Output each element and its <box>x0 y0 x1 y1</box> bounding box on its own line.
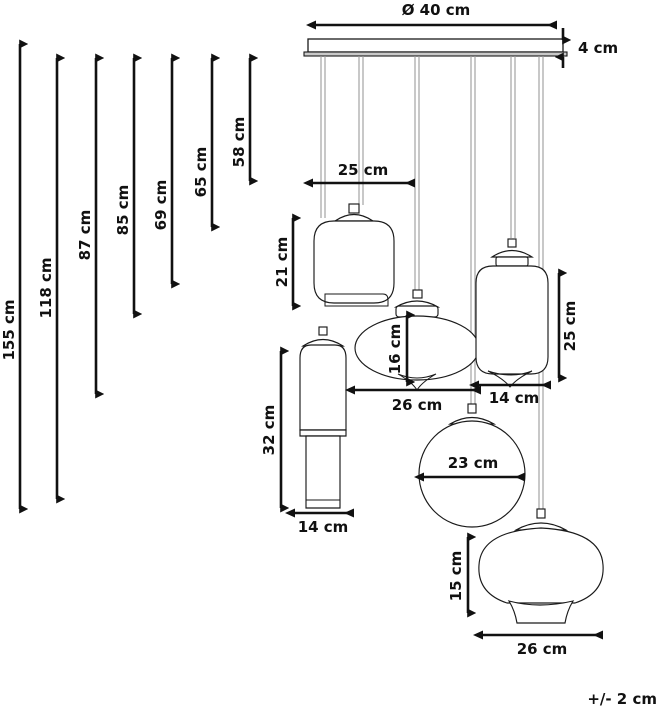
dimension-height-15cm: 15 cm <box>447 532 477 618</box>
dimension-label-height-25cm: 25 cm <box>561 301 579 352</box>
shade-6-body <box>478 527 604 604</box>
dimension-118cm: 118 cm <box>37 53 66 504</box>
shade-4-collar <box>490 249 534 258</box>
shade-3-lower-cylinder <box>305 435 341 509</box>
lamp-shade-4 <box>475 238 549 388</box>
lamp-shade-3 <box>299 326 347 509</box>
shade-3-collar <box>301 338 345 347</box>
shade-6-collar <box>513 522 569 531</box>
dimension-thickness-4cm: 4 cm <box>554 28 618 68</box>
dimension-label-width-14cm-left: 14 cm <box>298 518 349 536</box>
dimension-155cm: 155 cm <box>0 39 29 514</box>
lamp-shade-2 <box>354 289 480 391</box>
dimension-label-155cm: 155 cm <box>0 299 18 360</box>
shade-5-body <box>418 420 526 528</box>
dimension-label-height-21cm: 21 cm <box>273 237 291 288</box>
dimension-width-26cm-upper: 26 cm <box>345 385 481 414</box>
dimension-87cm: 87 cm <box>76 53 105 399</box>
dimension-label-thickness-4cm: 4 cm <box>578 39 618 57</box>
dimension-height-21cm: 21 cm <box>273 213 302 311</box>
tolerance-note: +/- 2 cm <box>587 690 657 708</box>
dimension-label-width-26cm-upper: 26 cm <box>392 396 443 414</box>
dimension-label-width-23cm: 23 cm <box>448 454 499 472</box>
canopy-plate-base <box>303 51 568 57</box>
dimension-label-65cm: 65 cm <box>192 147 210 198</box>
shade-1-base-ring <box>324 293 389 307</box>
shade-5-socket <box>467 403 477 414</box>
shade-3-step <box>299 429 347 437</box>
dimension-height-32cm: 32 cm <box>260 346 290 513</box>
vertical-dimension-ladder: 155 cm 118 cm 87 cm 85 cm 69 cm 65 cm 58… <box>0 39 259 514</box>
dimension-69cm: 69 cm <box>152 53 181 289</box>
shade-2-socket <box>412 289 423 299</box>
dimension-label-69cm: 69 cm <box>152 180 170 231</box>
lamp-shade-1 <box>313 203 395 307</box>
shade-4-tip <box>487 370 533 388</box>
dimension-label-height-16cm: 16 cm <box>386 324 404 375</box>
dimension-label-height-15cm: 15 cm <box>447 551 465 602</box>
dimension-height-16cm: 16 cm <box>386 310 416 387</box>
shade-3-socket <box>318 326 328 336</box>
dimension-height-25cm: 25 cm <box>557 268 579 383</box>
lamp-shade-6 <box>478 508 604 624</box>
dimension-label-height-32cm: 32 cm <box>260 405 278 456</box>
shade-2-body <box>354 315 480 381</box>
ceiling-canopy <box>303 38 568 57</box>
dimension-width-14cm-left: 14 cm <box>285 508 354 536</box>
dimension-width-25cm: 25 cm <box>303 161 415 188</box>
dimension-label-width-25cm: 25 cm <box>338 161 389 179</box>
dimension-label-diameter-40cm: Ø 40 cm <box>402 1 471 19</box>
shade-1-body <box>313 220 395 304</box>
shade-1-socket <box>348 203 360 214</box>
dimension-width-26cm-lower: 26 cm <box>473 630 603 658</box>
dimension-label-87cm: 87 cm <box>76 210 94 261</box>
dimension-85cm: 85 cm <box>114 53 143 319</box>
dimension-width-14cm-right: 14 cm <box>469 380 551 407</box>
shade-2-neck <box>395 305 439 318</box>
dimension-label-width-26cm-lower: 26 cm <box>517 640 568 658</box>
dimension-58cm: 58 cm <box>230 53 259 186</box>
shade-4-socket <box>507 238 517 248</box>
shade-4-neck <box>495 256 529 267</box>
dimension-label-58cm: 58 cm <box>230 117 248 168</box>
dimension-label-85cm: 85 cm <box>114 185 132 236</box>
canopy-plate <box>307 38 564 53</box>
shade-6-socket <box>536 508 546 519</box>
dimension-diameter-40cm: Ø 40 cm <box>306 1 557 30</box>
dimension-65cm: 65 cm <box>192 53 221 232</box>
shade-3-body <box>299 344 347 431</box>
dimension-label-width-14cm-right: 14 cm <box>489 389 540 407</box>
dimension-width-23cm: 23 cm <box>414 454 525 482</box>
shade-6-base <box>507 600 575 624</box>
shade-4-body <box>475 265 549 375</box>
dimension-label-118cm: 118 cm <box>37 257 55 318</box>
